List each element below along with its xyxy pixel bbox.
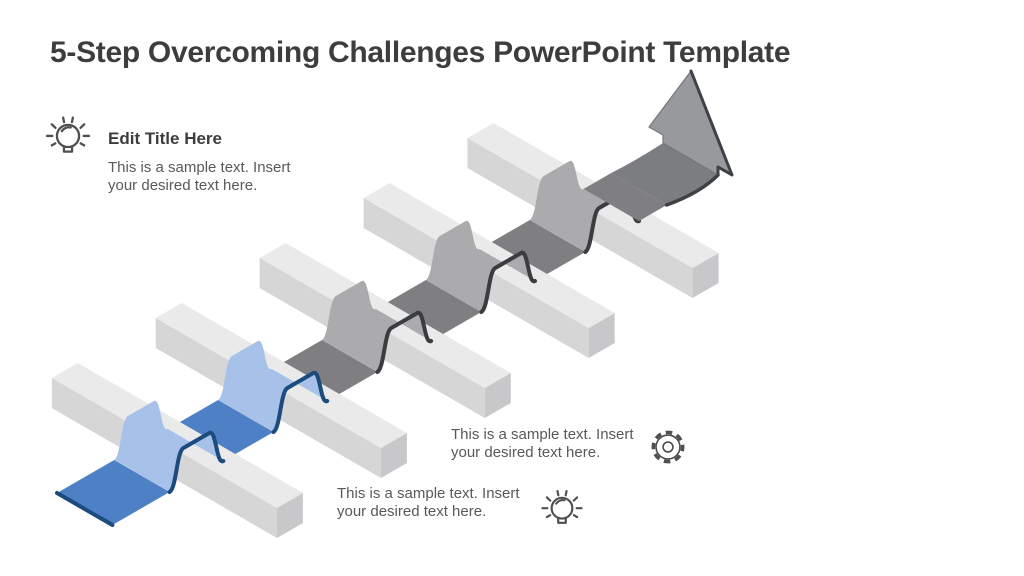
ribbon-hump-5 — [529, 160, 639, 252]
callout-heading: Edit Title Here — [108, 129, 222, 148]
ribbon-hump-2 — [218, 340, 328, 432]
ribbon-tail-flat — [583, 173, 667, 221]
ribbon-hump-edge-4 — [479, 250, 537, 314]
ribbon-flat-4 — [375, 280, 482, 341]
ribbon-flat-3 — [271, 340, 378, 401]
page-title: 5-Step Overcoming Challenges PowerPoint … — [50, 36, 791, 69]
lightbulb-icon — [45, 116, 91, 153]
ribbon-hump-1 — [114, 400, 224, 492]
arrow-bend-edge — [664, 173, 720, 207]
hurdle-bar-end-1 — [277, 493, 303, 538]
ribbon-hump-3 — [322, 280, 432, 372]
ribbon-start-edge — [55, 491, 115, 527]
note2-line1: This is a sample text. Insert — [337, 485, 520, 502]
lightbulb-icon — [541, 489, 583, 524]
callout-body: This is a sample text. Insert your desir… — [108, 159, 291, 195]
note-text-1: This is a sample text. Insert your desir… — [451, 426, 634, 462]
ribbon-flat-2 — [167, 400, 274, 461]
gear-icon — [651, 430, 685, 464]
note-text-2: This is a sample text. Insert your desir… — [337, 485, 520, 521]
note1-line2: your desired text here. — [451, 444, 601, 461]
callout-body-line2: your desired text here. — [108, 177, 258, 194]
ribbon-hump-4 — [425, 220, 535, 312]
arrow-bend — [611, 143, 718, 205]
ribbon-hump-edge-2 — [271, 370, 330, 434]
callout-body-line1: This is a sample text. Insert — [108, 159, 291, 176]
note1-line1: This is a sample text. Insert — [451, 426, 634, 443]
ribbon-hump-edge-1 — [167, 430, 226, 494]
note2-line2: your desired text here. — [337, 503, 487, 520]
ribbon-flat-5 — [479, 220, 586, 281]
arrow-head-edge — [689, 69, 734, 177]
ribbon-hump-edge-3 — [375, 310, 434, 374]
